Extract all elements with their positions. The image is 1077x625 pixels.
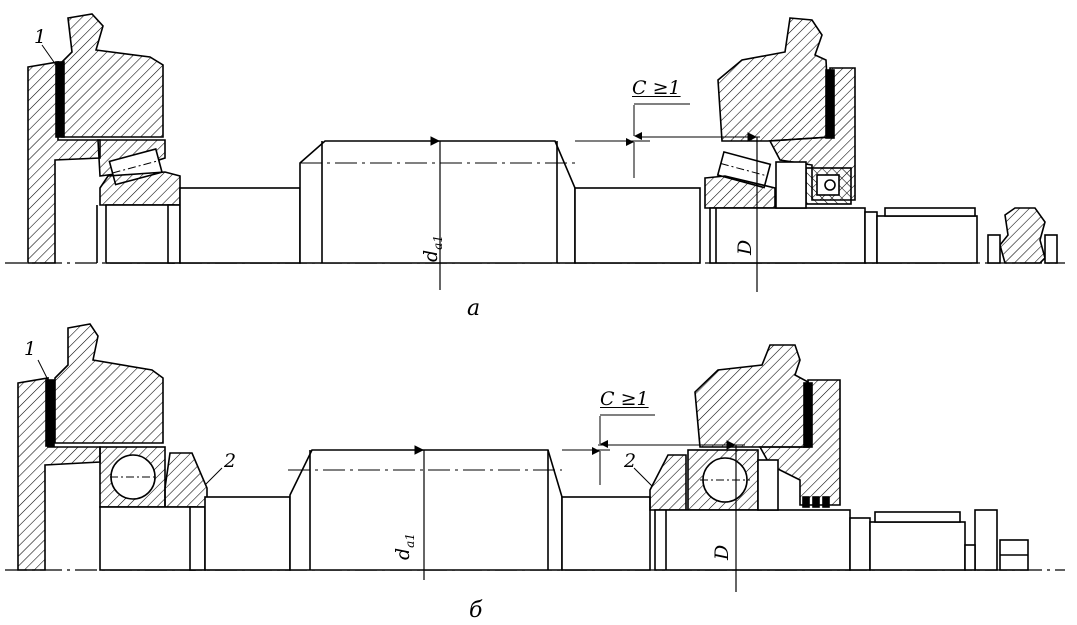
dim-da1-label-b: da1 <box>392 533 417 560</box>
right-hub <box>717 17 831 142</box>
callout-1-a: 1 <box>34 26 47 48</box>
seal-teeth-b <box>802 496 830 508</box>
output-journal-b2 <box>869 521 966 571</box>
clearance-label-b: C ≥1 <box>600 388 649 410</box>
view-a <box>5 13 1065 292</box>
callout-1-b: 1 <box>24 338 37 360</box>
right-hub-b <box>694 344 809 448</box>
right-spacer <box>649 454 687 511</box>
shaft-left-step <box>179 187 301 264</box>
coupling <box>999 207 1046 264</box>
left-journal <box>105 204 175 264</box>
output-journal-1 <box>864 211 878 264</box>
caption-b: б <box>469 598 483 623</box>
dim-D-label-b: D <box>711 544 733 560</box>
shaft-right-step <box>574 187 701 264</box>
shaft-right-step-b <box>561 496 651 571</box>
dim-D-label-a: D <box>734 239 756 255</box>
shaft-left-step-b <box>204 496 291 571</box>
output-journal-b1 <box>849 517 871 571</box>
left-hub-b <box>54 323 164 444</box>
caption-a: а <box>467 296 481 321</box>
right-ball <box>702 457 748 503</box>
output-journal-2 <box>876 215 978 264</box>
left-hub <box>61 13 164 138</box>
clearance-label-a: C ≥1 <box>632 77 681 99</box>
left-spacer <box>164 452 208 508</box>
callout-2-left: 2 <box>224 450 237 472</box>
left-bearing-inner <box>99 171 181 206</box>
right-cover-b <box>758 379 841 506</box>
dim-da1-label-a: da1 <box>420 235 445 262</box>
view-b <box>5 323 1065 592</box>
gear-body-b <box>289 449 563 571</box>
callout-2-right: 2 <box>624 450 637 472</box>
